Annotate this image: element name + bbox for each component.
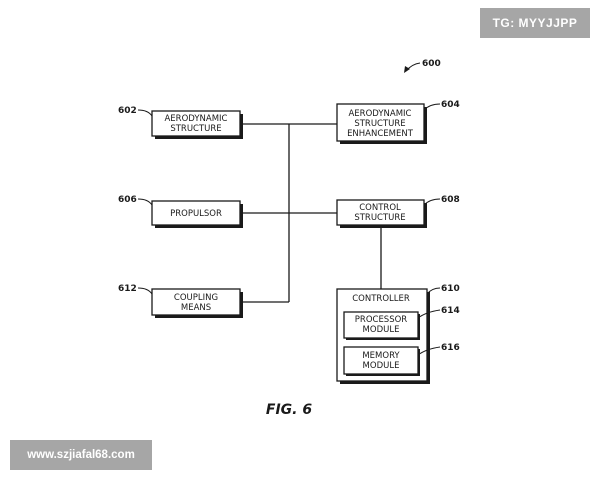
ref-608: 608 <box>441 195 460 205</box>
leader-610 <box>426 287 441 295</box>
leader-604 <box>423 103 441 111</box>
block-enhancement-line-3: ENHANCEMENT <box>347 129 414 139</box>
ref-604: 604 <box>441 100 460 110</box>
leader-614 <box>417 309 441 319</box>
block-enhancement-line-1: AERODYNAMIC <box>348 109 411 119</box>
leader-612 <box>137 287 153 295</box>
block-memory-module-line-2: MODULE <box>363 361 400 371</box>
block-aerodynamic-structure-enhancement: AERODYNAMIC STRUCTURE ENHANCEMENT <box>336 103 427 144</box>
leader-606 <box>137 198 153 206</box>
block-coupling-means-line-1: COUPLING <box>174 293 218 303</box>
block-aerodynamic-structure: AERODYNAMIC STRUCTURE <box>151 110 243 139</box>
leader-602 <box>137 109 153 117</box>
reference-600-arrow <box>404 62 421 73</box>
block-processor-module-line-2: MODULE <box>363 325 400 335</box>
block-processor-module-line-1: PROCESSOR <box>355 315 408 325</box>
block-memory-module-line-1: MEMORY <box>362 351 400 361</box>
block-enhancement-line-2: STRUCTURE <box>354 119 405 129</box>
connection-lines <box>241 123 382 303</box>
block-aerodynamic-structure-line-1: AERODYNAMIC <box>164 114 227 124</box>
ref-612: 612 <box>118 284 137 294</box>
ref-602: 602 <box>118 106 137 116</box>
ref-606: 606 <box>118 195 137 205</box>
block-memory-module: MEMORY MODULE <box>343 346 420 376</box>
block-control-structure-line-2: STRUCTURE <box>354 213 405 223</box>
block-propulsor-line-1: PROPULSOR <box>170 209 222 219</box>
block-control-structure: CONTROL STRUCTURE <box>336 199 427 228</box>
reference-leaders <box>137 103 441 356</box>
figure-caption: FIG. 6 <box>266 402 312 418</box>
leader-608 <box>423 198 441 206</box>
block-controller: CONTROLLER PROCESSOR MODULE MEMORY MODUL… <box>336 288 430 384</box>
ref-614: 614 <box>441 306 460 316</box>
block-control-structure-line-1: CONTROL <box>359 203 401 213</box>
watermark-telegram: TG: MYYJJPP <box>480 8 590 38</box>
block-processor-module: PROCESSOR MODULE <box>343 311 420 340</box>
block-coupling-means-line-2: MEANS <box>181 303 211 313</box>
leader-616 <box>417 346 441 356</box>
watermark-website: www.szjiafal68.com <box>10 440 152 470</box>
ref-610: 610 <box>441 284 460 294</box>
block-propulsor: PROPULSOR <box>151 200 243 228</box>
arrow-600-head <box>404 66 410 73</box>
block-coupling-means: COUPLING MEANS <box>151 288 243 318</box>
ref-616: 616 <box>441 343 460 353</box>
ref-600: 600 <box>422 59 441 69</box>
block-aerodynamic-structure-line-2: STRUCTURE <box>170 124 221 134</box>
block-controller-label: CONTROLLER <box>352 294 410 304</box>
